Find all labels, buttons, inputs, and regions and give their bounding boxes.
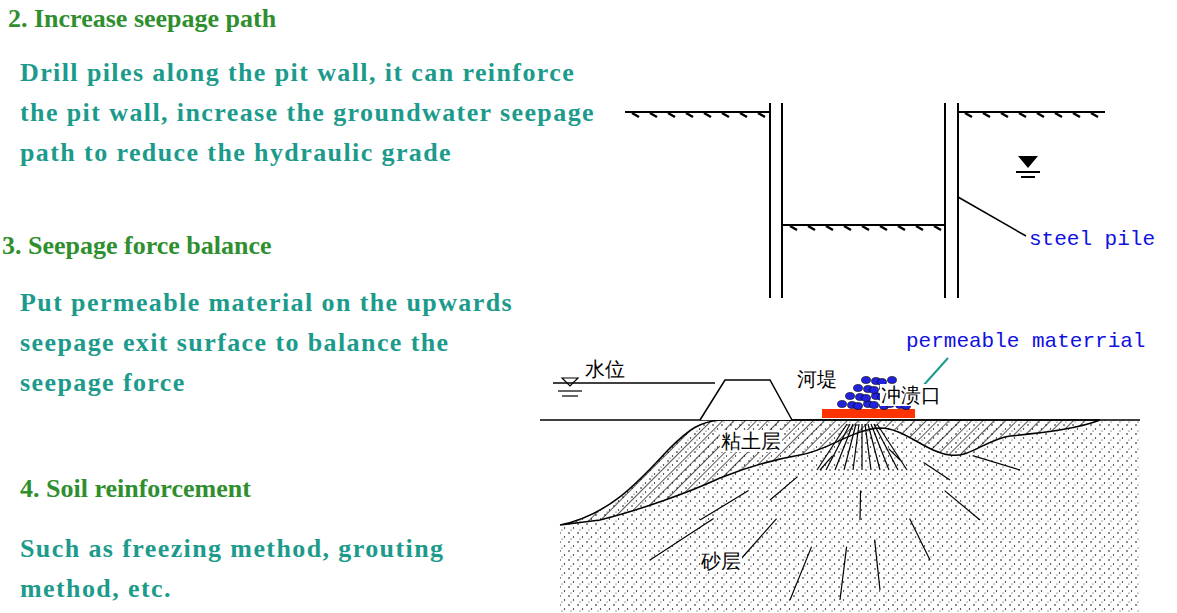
pit-figure	[625, 103, 1105, 298]
section-heading: 4. Soil reinforcement	[20, 474, 251, 504]
body-text: Such as freezing method, grouting method…	[20, 529, 525, 609]
body-text: Put permeable material on the upwards se…	[20, 283, 530, 403]
body-text: Drill piles along the pit wall, it can r…	[20, 53, 605, 173]
part-label: 冲溃口	[880, 384, 942, 406]
section-heading: 2. Increase seepage path	[8, 4, 276, 34]
part-label: steel pile	[1029, 228, 1155, 252]
levee-figure	[540, 358, 1140, 613]
part-label: 粘土层	[720, 430, 782, 452]
section-heading: 3. Seepage force balance	[2, 231, 272, 261]
part-label: 水位	[584, 358, 626, 380]
part-label: 河堤	[796, 368, 838, 390]
part-label: permeable materrial	[906, 330, 1145, 354]
part-label: 砂层	[700, 550, 742, 572]
